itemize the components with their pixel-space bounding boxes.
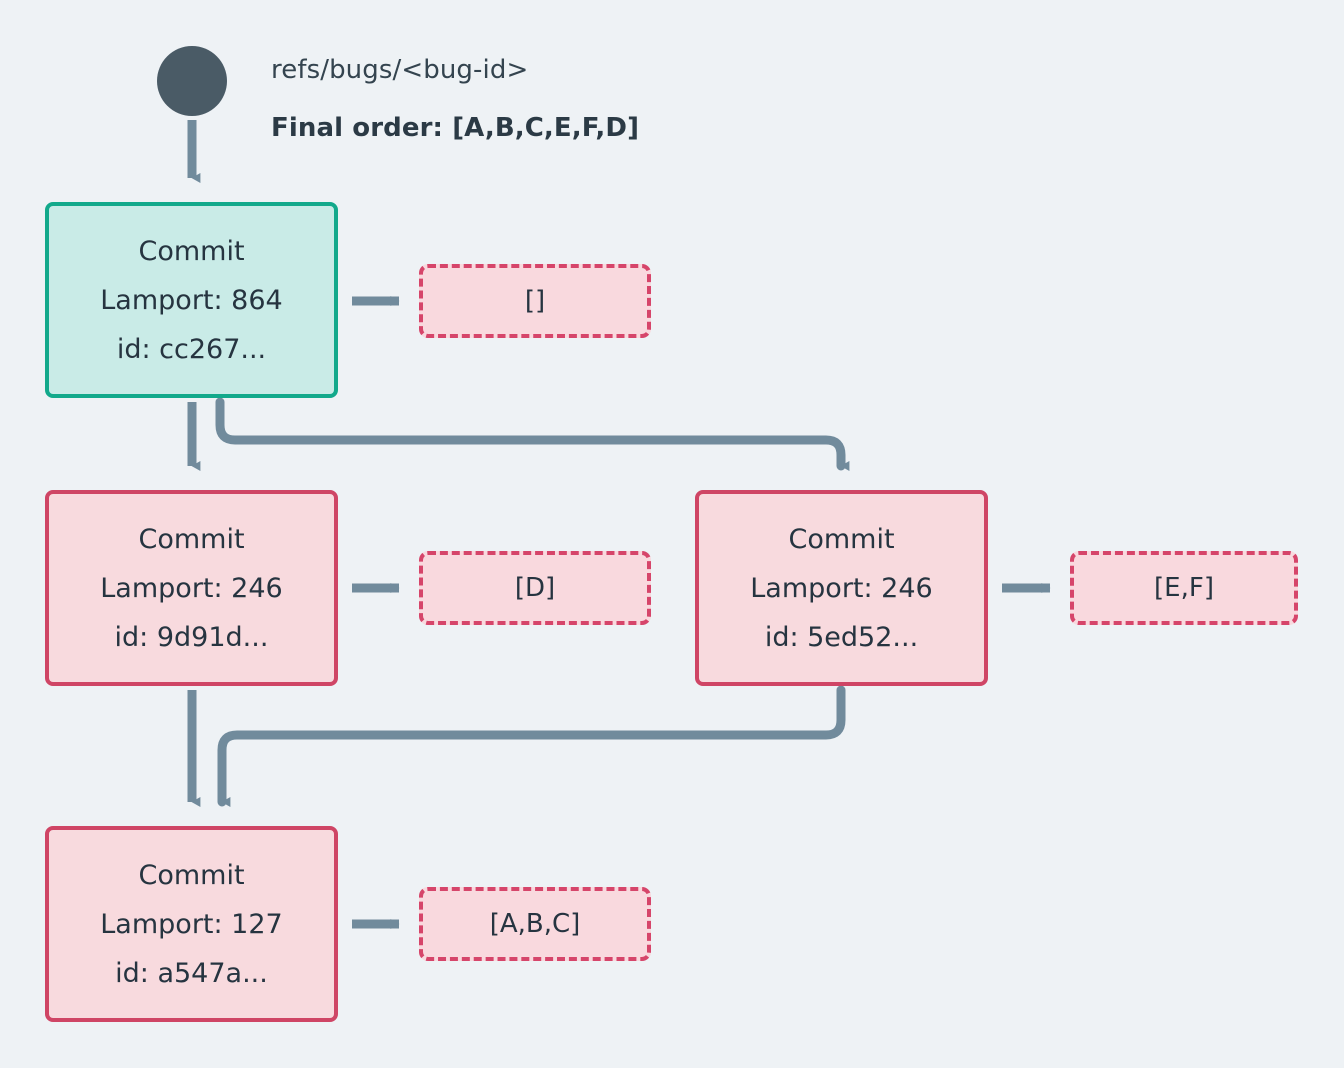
commit-node-cc267[interactable]: Commit Lamport: 864 id: cc267...	[45, 202, 338, 398]
operations-box-5ed52: [E,F]	[1070, 551, 1298, 625]
commit-type-label: Commit	[138, 235, 245, 267]
commit-node-a547a[interactable]: Commit Lamport: 127 id: a547a...	[45, 826, 338, 1022]
commit-lamport-label: Lamport: 127	[100, 908, 283, 940]
commit-lamport-label: Lamport: 864	[100, 284, 283, 316]
operations-box-a547a: [A,B,C]	[419, 887, 651, 961]
commit-node-5ed52[interactable]: Commit Lamport: 246 id: 5ed52...	[695, 490, 988, 686]
commit-id-label: id: 5ed52...	[764, 621, 919, 653]
final-order-label: Final order: [A,B,C,E,F,D]	[271, 113, 640, 143]
ref-circle-icon	[157, 46, 227, 116]
commit-type-label: Commit	[138, 859, 245, 891]
commit-id-label: id: 9d91d...	[114, 621, 269, 653]
commit-type-label: Commit	[788, 523, 895, 555]
commit-id-label: id: a547a...	[115, 957, 268, 989]
commit-lamport-label: Lamport: 246	[750, 572, 933, 604]
commit-lamport-label: Lamport: 246	[100, 572, 283, 604]
commit-id-label: id: cc267...	[116, 333, 267, 365]
operations-box-9d91d: [D]	[419, 551, 651, 625]
operations-box-cc267: []	[419, 264, 651, 338]
commit-type-label: Commit	[138, 523, 245, 555]
ref-name-label: refs/bugs/<bug-id>	[271, 55, 529, 85]
commit-node-9d91d[interactable]: Commit Lamport: 246 id: 9d91d...	[45, 490, 338, 686]
